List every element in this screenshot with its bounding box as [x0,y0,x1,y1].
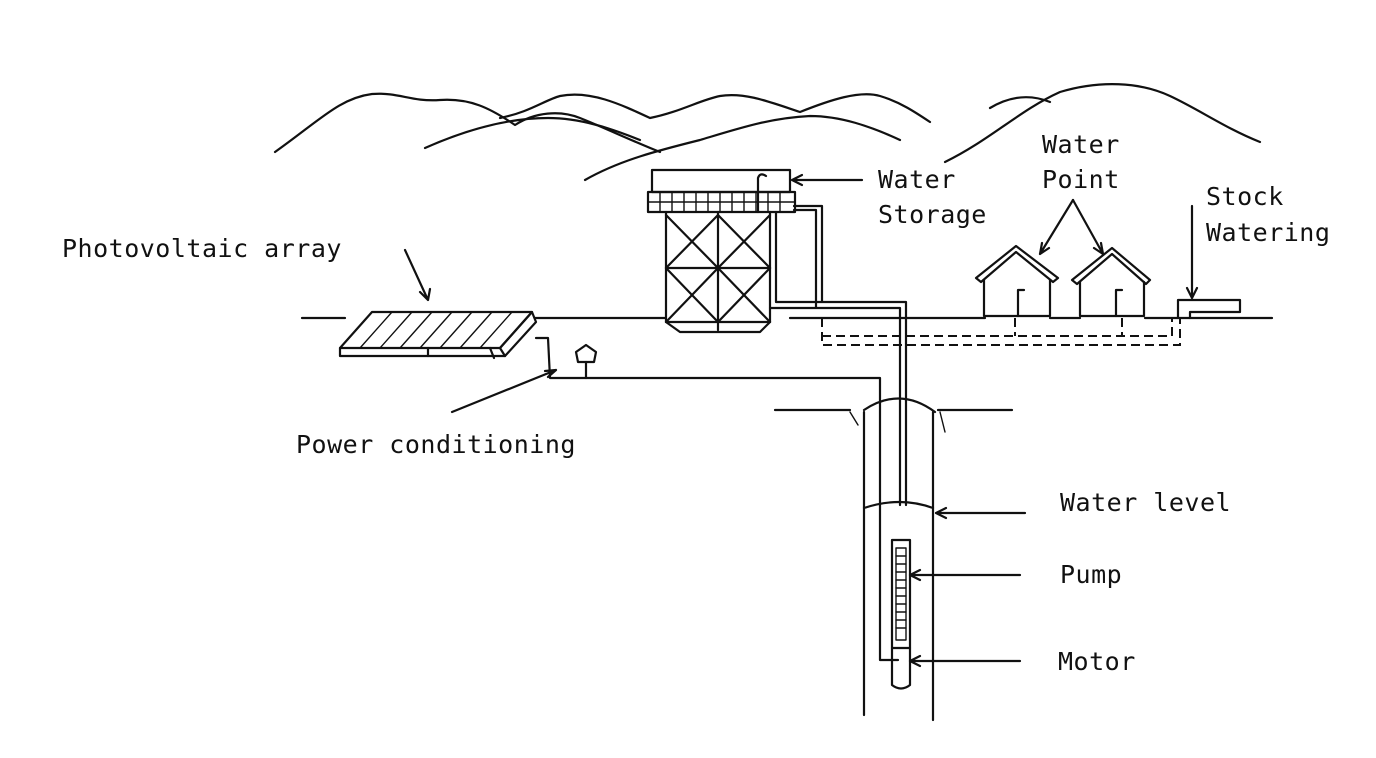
water-point-label-line1: Water [1042,130,1120,159]
water-point-label-line2: Point [1042,165,1120,194]
power-conditioning-unit [574,343,598,380]
photovoltaic-array [338,310,538,360]
delivery-pipe [768,204,908,507]
power-cable [534,336,900,662]
borehole [773,397,1014,722]
water-storage-tower [646,168,797,334]
pump-motor-unit [890,538,912,690]
water-point-house-2 [1070,246,1152,318]
stock-watering-label-line1: Stock [1206,182,1284,211]
water-storage-label-line2: Storage [878,200,987,229]
pump-label: Pump [1060,560,1123,589]
stock-watering-label-line2: Watering [1206,218,1331,247]
hills [273,83,1262,182]
leader-lines [403,173,1199,668]
power-conditioning-label: Power conditioning [296,430,576,459]
motor-label: Motor [1058,647,1136,676]
photovoltaic-array-label: Photovoltaic array [62,234,342,263]
water-point-house-1 [974,244,1060,318]
distribution-pipeline [821,318,1181,346]
water-level-label: Water level [1060,488,1232,517]
water-storage-label-line1: Water [878,165,956,194]
stock-watering-trough [1176,298,1242,320]
